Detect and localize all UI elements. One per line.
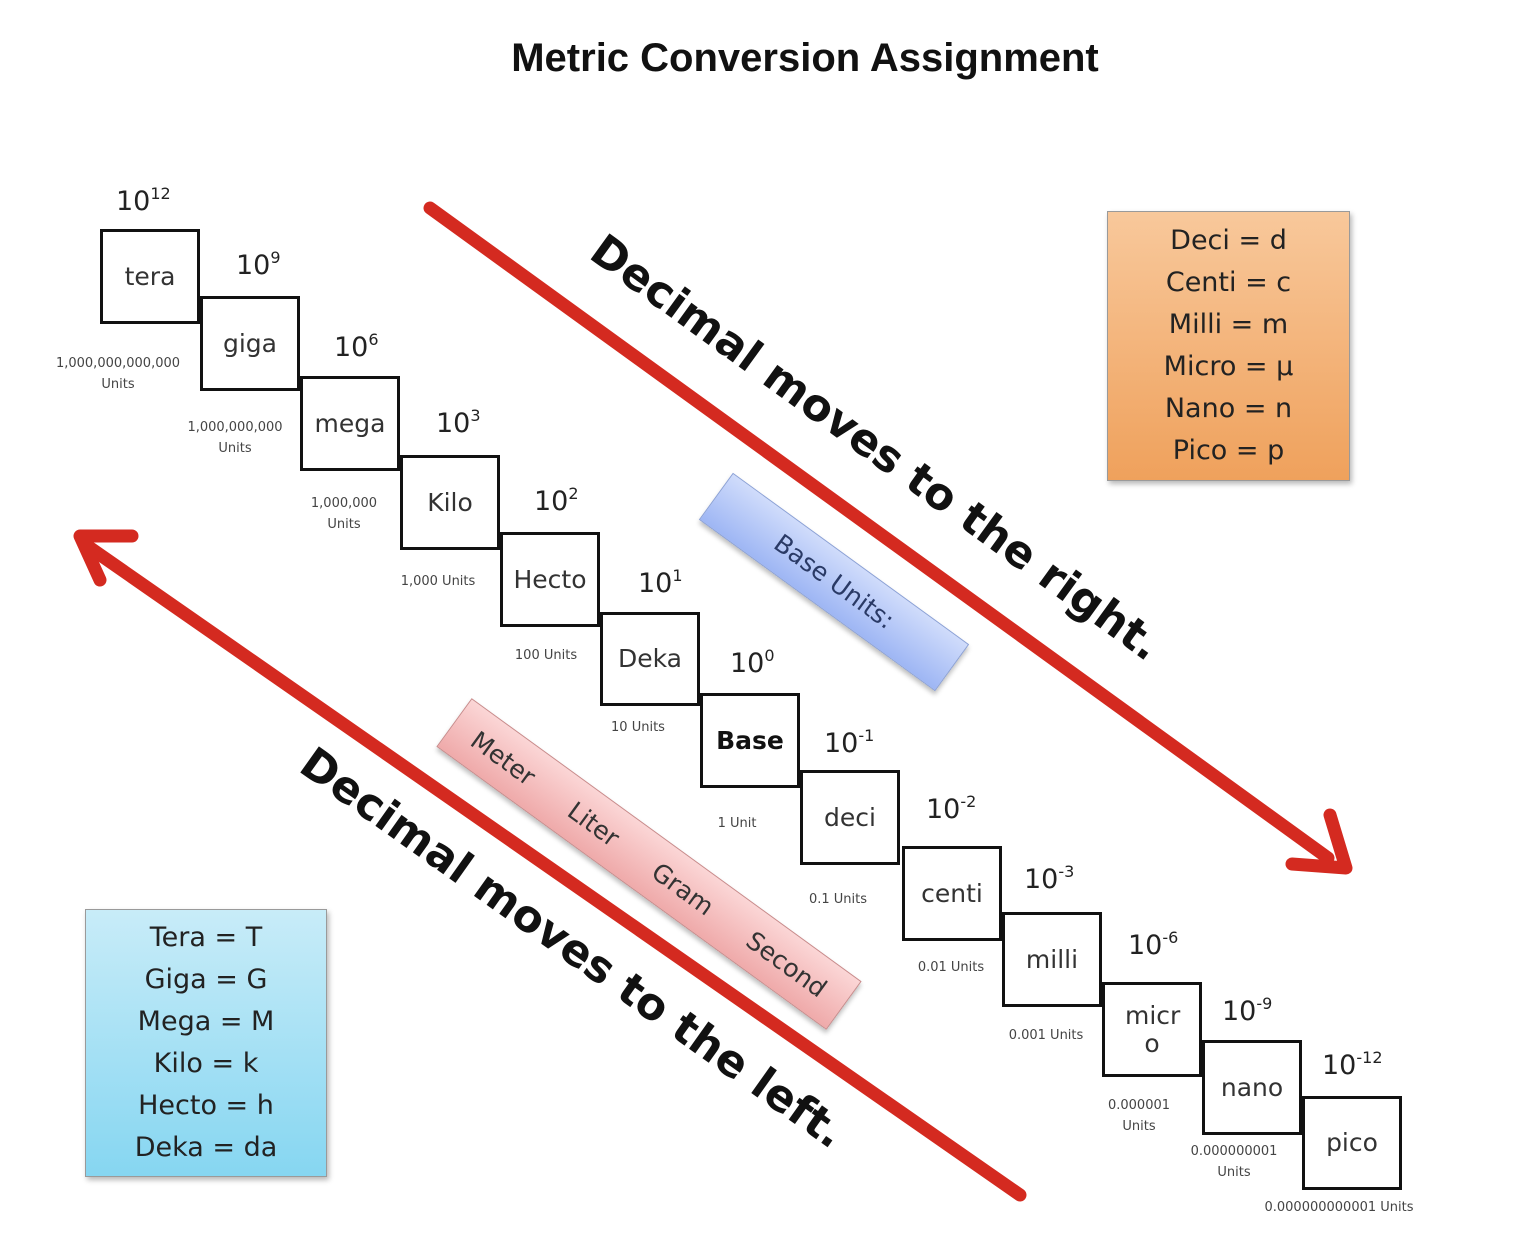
power-label: 100 — [730, 646, 775, 680]
units-label: 10 Units — [611, 720, 665, 735]
legend-item: Pico = p — [1172, 435, 1285, 466]
units-label: 1 Unit — [717, 816, 757, 831]
units-label: 0.001 Units — [1008, 1028, 1084, 1043]
arrow-right-shaft — [423, 201, 1335, 865]
power-label: 10-3 — [1024, 862, 1075, 896]
step-nano: nano — [1202, 1040, 1302, 1135]
legend-item: Kilo = k — [153, 1048, 259, 1079]
step-label: centi — [921, 878, 983, 908]
legend-item: Micro = µ — [1163, 351, 1294, 382]
step-label: nano — [1220, 1072, 1284, 1102]
power-label: 103 — [436, 406, 481, 440]
legend-item: Deci = d — [1170, 225, 1287, 256]
step-label: deci — [824, 802, 876, 832]
arrow-left — [73, 529, 1027, 1202]
unit-liter: Liter — [562, 795, 626, 853]
legend-item: Milli = m — [1168, 309, 1289, 340]
power-label: 10-12 — [1322, 1048, 1383, 1082]
legend-item: Hecto = h — [138, 1090, 274, 1121]
units-label: 1,000 Units — [400, 574, 476, 589]
power-label: 10-6 — [1128, 928, 1179, 962]
power-label: 101 — [638, 566, 683, 600]
units-label: 0.000000000001 Units — [1264, 1200, 1414, 1215]
step-deci: deci — [800, 770, 900, 865]
power-label: 10-9 — [1222, 994, 1273, 1028]
step-base: Base — [700, 693, 800, 788]
step-label: Hecto — [513, 564, 587, 594]
legend-item: Nano = n — [1164, 393, 1293, 424]
legend-small-prefixes: Deci = d Centi = c Milli = m Micro = µ N… — [1107, 211, 1350, 481]
power-label: 106 — [334, 330, 379, 364]
units-label: 100 Units — [514, 648, 578, 663]
power-label: 10-2 — [926, 792, 977, 826]
step-tera: tera — [100, 229, 200, 324]
step-label: giga — [222, 328, 277, 358]
step-label: tera — [124, 261, 176, 291]
step-pico: pico — [1302, 1096, 1402, 1190]
units-label: 0.1 Units — [808, 892, 868, 907]
step-hecto: Hecto — [500, 532, 600, 627]
power-label: 109 — [236, 248, 281, 282]
step-label: mega — [314, 408, 386, 438]
arrow-left-shaft — [79, 538, 1027, 1202]
arrow-left-head — [73, 529, 139, 587]
step-label: Deka — [618, 644, 682, 674]
arrow-right — [423, 201, 1353, 875]
legend-item: Mega = M — [137, 1006, 275, 1037]
power-label: 102 — [534, 484, 579, 518]
step-label: pico — [1326, 1128, 1378, 1158]
step-giga: giga — [200, 296, 300, 391]
step-centi: centi — [902, 846, 1002, 941]
power-label: 10-1 — [824, 726, 875, 760]
legend-item: Giga = G — [144, 964, 268, 995]
legend-item: Centi = c — [1165, 267, 1292, 298]
step-micro: micr o — [1102, 982, 1202, 1077]
legend-large-prefixes: Tera = T Giga = G Mega = M Kilo = k Hect… — [85, 909, 327, 1177]
step-label: milli — [1025, 944, 1079, 974]
arrow-right-head — [1285, 808, 1353, 875]
step-label: micr o — [1125, 1001, 1181, 1058]
step-label: Base — [716, 725, 784, 755]
units-label: 0.01 Units — [917, 960, 985, 975]
step-mega: mega — [300, 376, 400, 471]
step-milli: milli — [1002, 912, 1102, 1007]
step-deka: Deka — [600, 612, 700, 706]
step-kilo: Kilo — [400, 455, 500, 550]
step-label: Kilo — [427, 487, 473, 517]
page-title: Metric Conversion Assignment — [511, 36, 1099, 80]
power-label: 1012 — [116, 184, 171, 218]
legend-item: Tera = T — [149, 922, 263, 953]
legend-item: Deka = da — [134, 1132, 278, 1163]
